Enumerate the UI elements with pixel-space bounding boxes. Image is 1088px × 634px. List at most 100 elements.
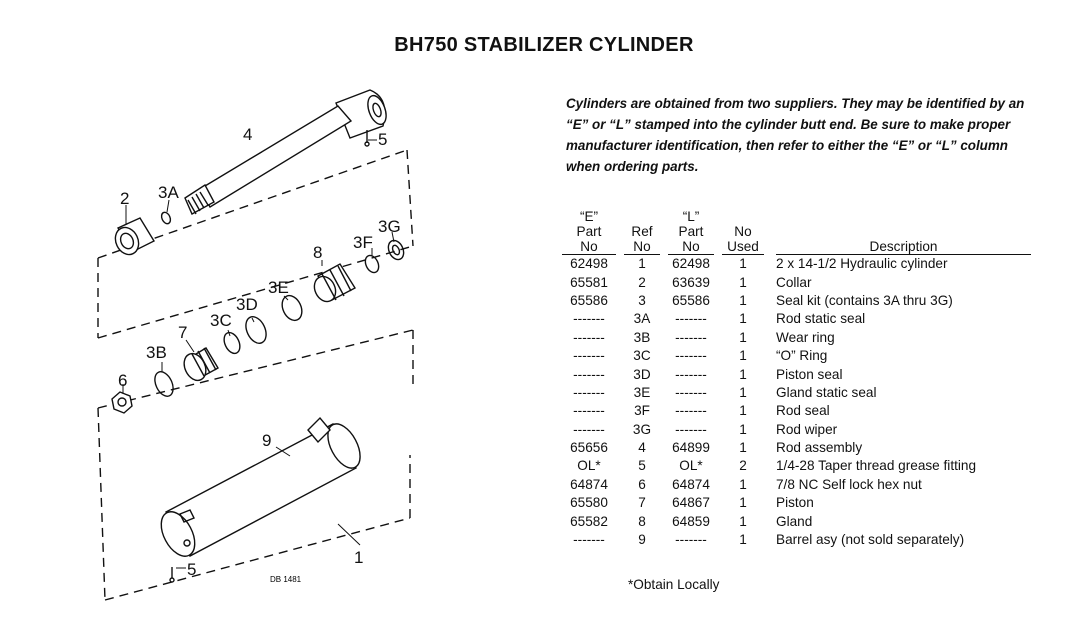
callout-3d: 3D [236, 295, 258, 314]
cell-e: OL* [577, 458, 601, 474]
cell-l: 64867 [672, 495, 710, 511]
cell-ref: 3G [632, 421, 652, 437]
footnote: *Obtain Locally [628, 577, 720, 592]
cell-ref: 8 [638, 513, 646, 529]
grease-fitting-top [364, 130, 370, 147]
intro-paragraph: Cylinders are obtained from two supplier… [566, 96, 1025, 174]
callout-6: 6 [118, 371, 127, 390]
cell-e: ------- [573, 329, 605, 345]
callout-1: 1 [354, 548, 363, 567]
cell-l: 65586 [672, 292, 710, 308]
cell-l: ------- [675, 403, 707, 419]
cell-l: ------- [675, 329, 707, 345]
cell-ref: 7 [638, 495, 646, 511]
cell-ref: 3A [633, 311, 651, 327]
table-row: 65581 2 63639 1 Collar [562, 273, 1031, 291]
cell-ref: 3F [634, 403, 650, 419]
barrel-part [160, 416, 361, 557]
cell-l: 63639 [672, 274, 710, 290]
header-description: Description [776, 209, 1031, 255]
table-row: ------- 3B ------- 1 Wear ring [562, 329, 1031, 347]
cell-l: ------- [675, 421, 707, 437]
piston-seal-part [245, 316, 267, 344]
cell-ref: 5 [638, 458, 646, 474]
cell-desc: Barrel asy (not sold separately) [776, 532, 965, 548]
callout-3a: 3A [158, 183, 179, 202]
cell-e: 65582 [570, 513, 608, 529]
cell-desc: Collar [776, 274, 812, 290]
cell-used: 1 [739, 421, 747, 437]
cell-used: 1 [739, 274, 747, 290]
cell-used: 1 [739, 440, 747, 456]
callout-3g: 3G [378, 217, 401, 236]
cell-ref: 3E [633, 384, 651, 400]
cell-used: 1 [739, 476, 747, 492]
table-row: -------3C-------1“O” Ring [562, 347, 1031, 365]
cell-used: 1 [739, 329, 747, 345]
table-row: ------- 3G ------- 1 Rod wiper [562, 421, 1031, 439]
callout-7: 7 [178, 323, 187, 342]
cell-desc: Rod wiper [776, 421, 838, 437]
cell-used: 1 [739, 513, 747, 529]
cell-used: 1 [739, 495, 747, 511]
header-ref-no: Ref No [624, 209, 660, 255]
rod-shaft [184, 105, 353, 215]
cell-used: 1 [739, 348, 747, 364]
cell-ref: 3D [633, 366, 651, 382]
cell-l: 64899 [672, 440, 710, 456]
parts-table: “E” Part No Ref No “L” Part No No Used [562, 209, 1031, 549]
hex-nut-part [111, 391, 133, 414]
leader-lines [122, 139, 395, 569]
cell-ref: 1 [638, 256, 646, 272]
cell-e: 65656 [570, 440, 608, 456]
assembly-dash-line-lower [97, 329, 414, 601]
cell-e: 65581 [570, 274, 608, 290]
diagram-reference: DB 1481 [270, 575, 302, 584]
collar-part [114, 217, 155, 256]
cell-desc: Rod seal [776, 403, 830, 419]
callout-3f: 3F [353, 233, 373, 252]
cell-l: 64859 [672, 513, 710, 529]
cell-l: 64874 [672, 476, 710, 492]
cell-l: 62498 [672, 256, 710, 272]
cell-e: ------- [573, 311, 605, 327]
cell-desc: “O” Ring [776, 348, 828, 364]
cell-used: 1 [739, 532, 747, 548]
callout-4: 4 [243, 125, 252, 144]
cell-e: ------- [573, 421, 605, 437]
cell-ref: 4 [638, 440, 646, 456]
callout-9: 9 [262, 431, 271, 450]
callout-3c: 3C [210, 311, 232, 330]
callout-2: 2 [120, 189, 129, 208]
cell-used: 1 [739, 366, 747, 382]
cell-desc: 7/8 NC Self lock hex nut [776, 476, 922, 492]
cell-desc: Piston seal [776, 366, 843, 382]
cell-desc: Gland static seal [776, 384, 877, 400]
cell-desc: Wear ring [776, 329, 835, 345]
callout-8: 8 [313, 243, 322, 262]
header-l-part-no: “L” Part No [668, 209, 714, 255]
cell-ref: 2 [638, 274, 646, 290]
cell-e: 64874 [570, 476, 608, 492]
callout-3b: 3B [146, 343, 167, 362]
grease-fitting-bottom [169, 567, 175, 583]
table-row: ------- 3F ------- 1 Rod seal [562, 402, 1031, 420]
cell-ref: 3B [633, 329, 651, 345]
header-e-part-no: “E” Part No [562, 209, 616, 255]
cell-e: ------- [573, 403, 605, 419]
cell-used: 1 [739, 311, 747, 327]
cell-used: 1 [739, 403, 747, 419]
cell-desc: 2 x 14-1/2 Hydraulic cylinder [776, 256, 948, 272]
rod-end-eye [335, 89, 387, 139]
